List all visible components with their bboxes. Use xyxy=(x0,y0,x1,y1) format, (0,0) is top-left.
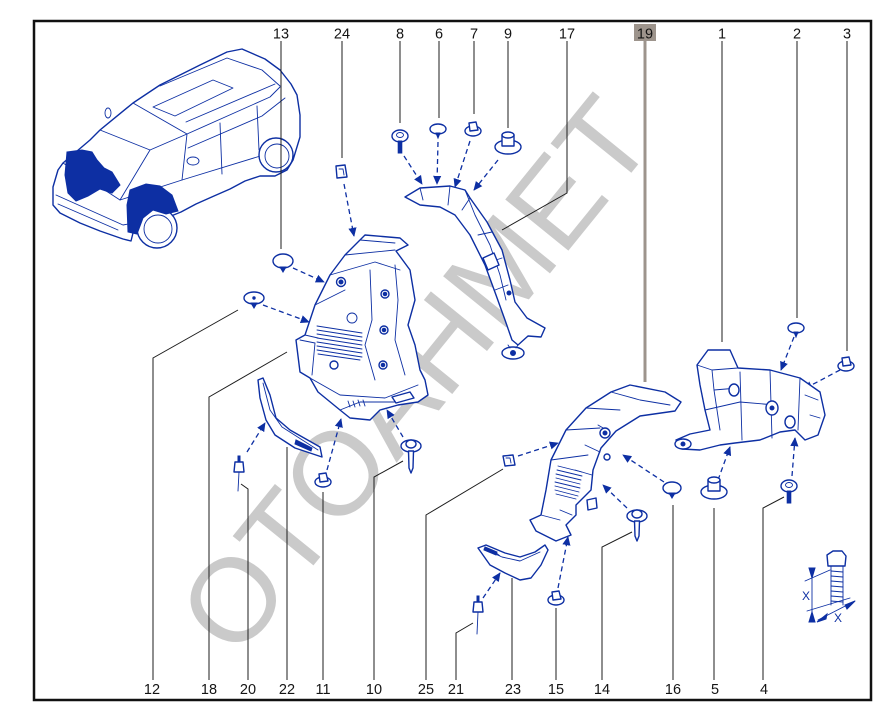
callout-8[interactable]: 8 xyxy=(396,27,404,43)
part-20-push-pin xyxy=(233,455,245,492)
callout-10[interactable]: 10 xyxy=(366,682,382,698)
callout-7[interactable]: 7 xyxy=(470,27,478,43)
part-1-rear-right-wheel-arch-liner xyxy=(674,349,826,451)
part-16-push-clip xyxy=(662,481,682,499)
part-3-clip-nut xyxy=(837,356,855,372)
callout-23[interactable]: 23 xyxy=(505,682,521,698)
part-11-clip xyxy=(314,472,332,488)
leader-21 xyxy=(455,622,474,680)
part-15-clip xyxy=(547,590,565,606)
part-19-front-right-wheel-arch-liner xyxy=(529,384,682,542)
callout-16[interactable]: 16 xyxy=(665,682,681,698)
callout-11[interactable]: 11 xyxy=(315,682,330,698)
part-22-front-trim-strip xyxy=(257,377,323,458)
louver-grille xyxy=(316,325,363,361)
leader-14 xyxy=(601,531,633,680)
part-5-nut xyxy=(700,476,728,500)
callouts-top: 13 24 8 6 7 9 17 19 1 2 3 xyxy=(273,24,851,43)
leader-18 xyxy=(208,351,288,680)
bolt-dimension-detail: X X xyxy=(802,550,856,625)
part-9-nut xyxy=(494,131,522,155)
part-2-push-clip xyxy=(787,322,805,339)
part-23-mud-flap xyxy=(477,544,549,581)
part-21-push-pin xyxy=(472,595,484,635)
callout-15[interactable]: 15 xyxy=(548,682,564,698)
part-10-bolt xyxy=(400,439,422,474)
callout-1[interactable]: 1 xyxy=(718,27,726,43)
vehicle-locator-illustration xyxy=(52,48,301,249)
louver-grille xyxy=(554,465,583,500)
leader-lines xyxy=(152,41,848,680)
callout-20[interactable]: 20 xyxy=(240,682,256,698)
dimension-label-x-height: X xyxy=(802,589,810,603)
callout-21[interactable]: 21 xyxy=(448,682,464,698)
callout-19-highlighted[interactable]: 19 xyxy=(637,27,653,43)
assembly-arrows xyxy=(246,140,841,599)
part-12-push-clip xyxy=(243,291,265,309)
callout-22[interactable]: 22 xyxy=(279,682,295,698)
callout-19-highlight-box xyxy=(634,24,656,41)
diagram-frame xyxy=(32,19,873,702)
part-14-bolt xyxy=(626,509,648,542)
headlamp-highlight xyxy=(64,149,121,202)
part-17-rear-left-liner-bracket xyxy=(404,185,546,360)
part-18-front-left-wheel-arch-liner xyxy=(295,234,429,421)
part-8-bolt xyxy=(391,129,409,154)
callout-14[interactable]: 14 xyxy=(594,682,610,698)
part-6-push-clip xyxy=(429,123,447,140)
part-25-clip xyxy=(502,454,516,467)
callout-6[interactable]: 6 xyxy=(435,27,443,43)
part-4-bolt xyxy=(780,479,798,504)
leader-25 xyxy=(425,468,504,680)
leader-20 xyxy=(240,483,249,680)
callout-24[interactable]: 24 xyxy=(334,27,350,43)
leader-10 xyxy=(373,460,404,680)
leader-12 xyxy=(152,309,239,680)
leader-17 xyxy=(501,41,568,231)
callout-18[interactable]: 18 xyxy=(201,682,217,698)
part-13-push-clip xyxy=(272,253,294,273)
callout-12[interactable]: 12 xyxy=(144,682,160,698)
callout-13[interactable]: 13 xyxy=(273,27,289,43)
part-7-clip-nut xyxy=(464,121,482,137)
dimension-label-x-width: X xyxy=(834,611,842,625)
wheel-arch-highlight xyxy=(126,183,179,235)
callout-25[interactable]: 25 xyxy=(418,682,434,698)
callout-17[interactable]: 17 xyxy=(559,27,575,43)
callout-9[interactable]: 9 xyxy=(504,27,512,43)
callouts-bottom: 12 18 20 22 11 10 25 21 23 15 14 16 5 4 xyxy=(144,682,768,698)
leader-4 xyxy=(762,496,785,680)
part-24-clip xyxy=(335,164,348,179)
callout-5[interactable]: 5 xyxy=(711,682,719,698)
callout-2[interactable]: 2 xyxy=(793,27,801,43)
callout-3[interactable]: 3 xyxy=(843,27,851,43)
callout-4[interactable]: 4 xyxy=(760,682,768,698)
